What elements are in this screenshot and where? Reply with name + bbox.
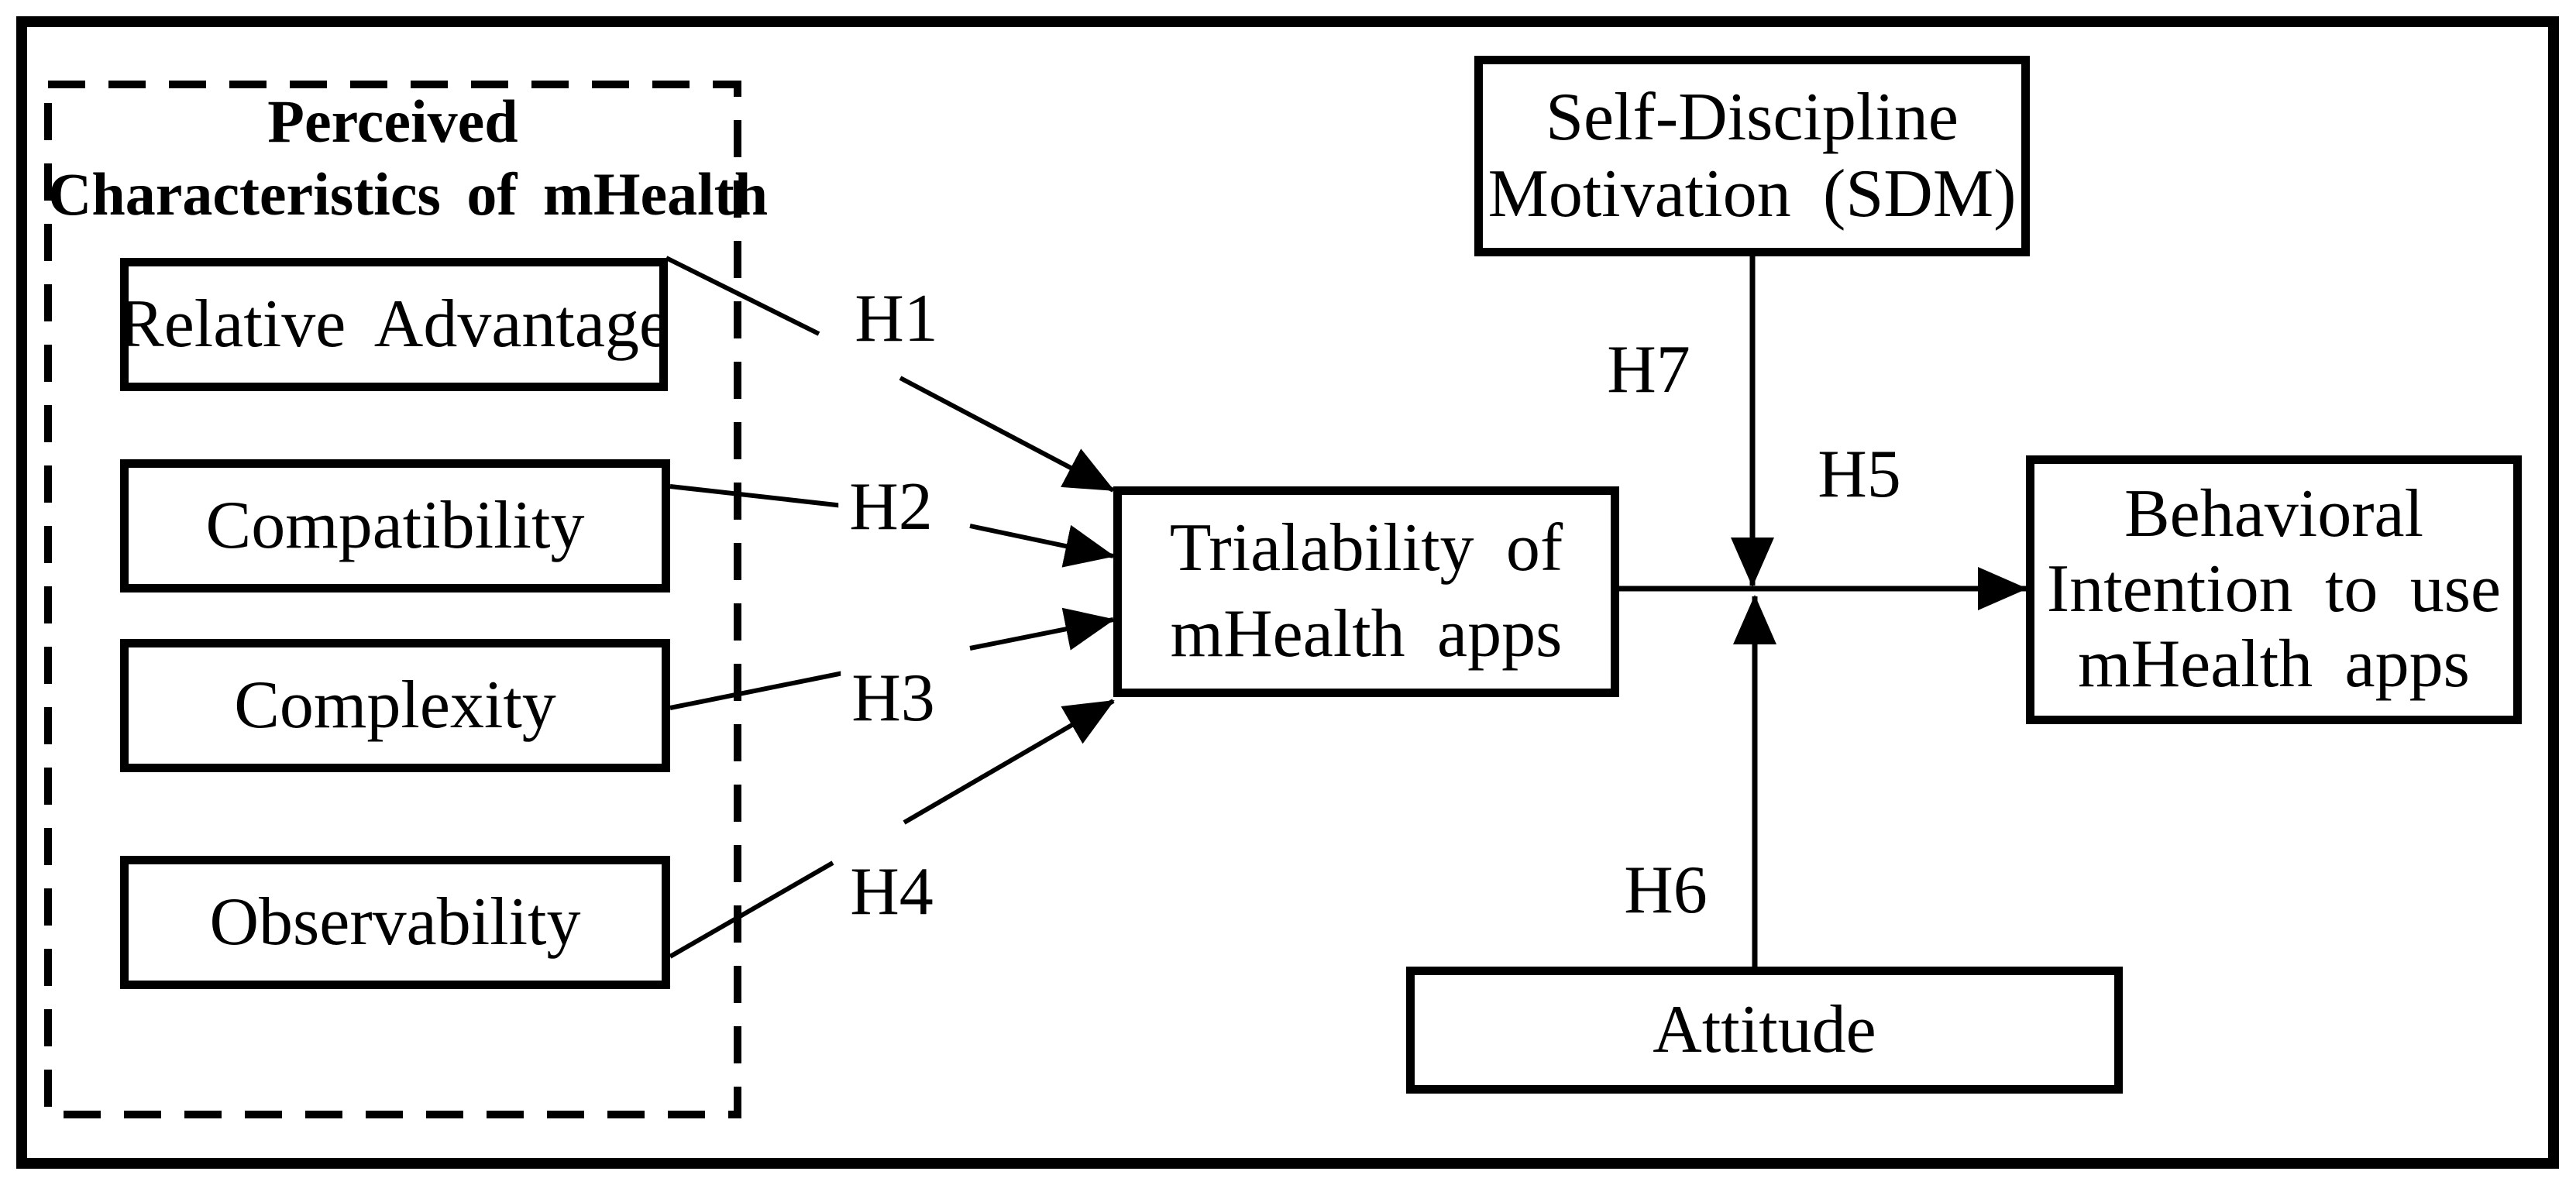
relative-advantage-box: Relative Advantage — [119, 258, 669, 391]
observability-label: Observability — [209, 884, 581, 960]
sdm-label-line1: Self-Discipline — [1546, 79, 1959, 155]
perceived-group-title: Perceived Characteristics of mHealth — [48, 85, 769, 230]
perceived-group-title-line1: Perceived — [267, 88, 518, 155]
attitude-box: Attitude — [1406, 967, 2123, 1094]
perceived-group-title-line2: Characteristics of mHealth — [48, 160, 769, 228]
behavioral-intention-label-line2: Intention to use — [2046, 551, 2502, 627]
attitude-label: Attitude — [1653, 992, 1876, 1068]
h1-line-start — [665, 256, 820, 336]
observability-box: Observability — [120, 856, 670, 989]
relative-advantage-label: Relative Advantage — [119, 287, 669, 362]
sdm-box: Self-Discipline Motivation (SDM) — [1474, 56, 2030, 256]
hypothesis-label-h4: H4 — [839, 854, 944, 931]
compatibility-label: Compatibility — [205, 488, 585, 564]
complexity-label: Complexity — [234, 668, 556, 744]
h2-line-start — [669, 484, 851, 509]
hypothesis-label-h7: H7 — [1596, 331, 1701, 409]
perceived-group-dashed-border — [44, 81, 741, 1118]
sdm-label-line2: Motivation (SDM) — [1487, 156, 2017, 232]
compatibility-box: Compatibility — [120, 459, 670, 592]
h3-arrow — [969, 607, 1115, 651]
hypothesis-label-h3: H3 — [841, 660, 946, 737]
behavioral-intention-label-line3: mHealth apps — [2078, 626, 2470, 702]
behavioral-intention-label-line1: Behavioral — [2124, 476, 2424, 552]
hypothesis-label-h6: H6 — [1613, 852, 1718, 929]
h3-line-start — [669, 670, 848, 710]
h4-arrow — [903, 699, 1115, 825]
trialability-label-line1: Trialability of — [1169, 510, 1563, 586]
hypothesis-label-h5: H5 — [1807, 436, 1912, 514]
trialability-label-line2: mHealth apps — [1170, 596, 1563, 672]
h1-arrow — [899, 376, 1115, 493]
trialability-box: Trialability of mHealth apps — [1113, 486, 1619, 697]
h4-line-start — [669, 860, 834, 959]
hypothesis-label-h1: H1 — [844, 280, 949, 358]
complexity-box: Complexity — [120, 639, 670, 772]
figure-border-frame — [16, 16, 2559, 1169]
hypothesis-label-h2: H2 — [838, 469, 944, 546]
h2-arrow — [969, 524, 1115, 568]
behavioral-intention-box: Behavioral Intention to use mHealth apps — [2026, 455, 2522, 724]
